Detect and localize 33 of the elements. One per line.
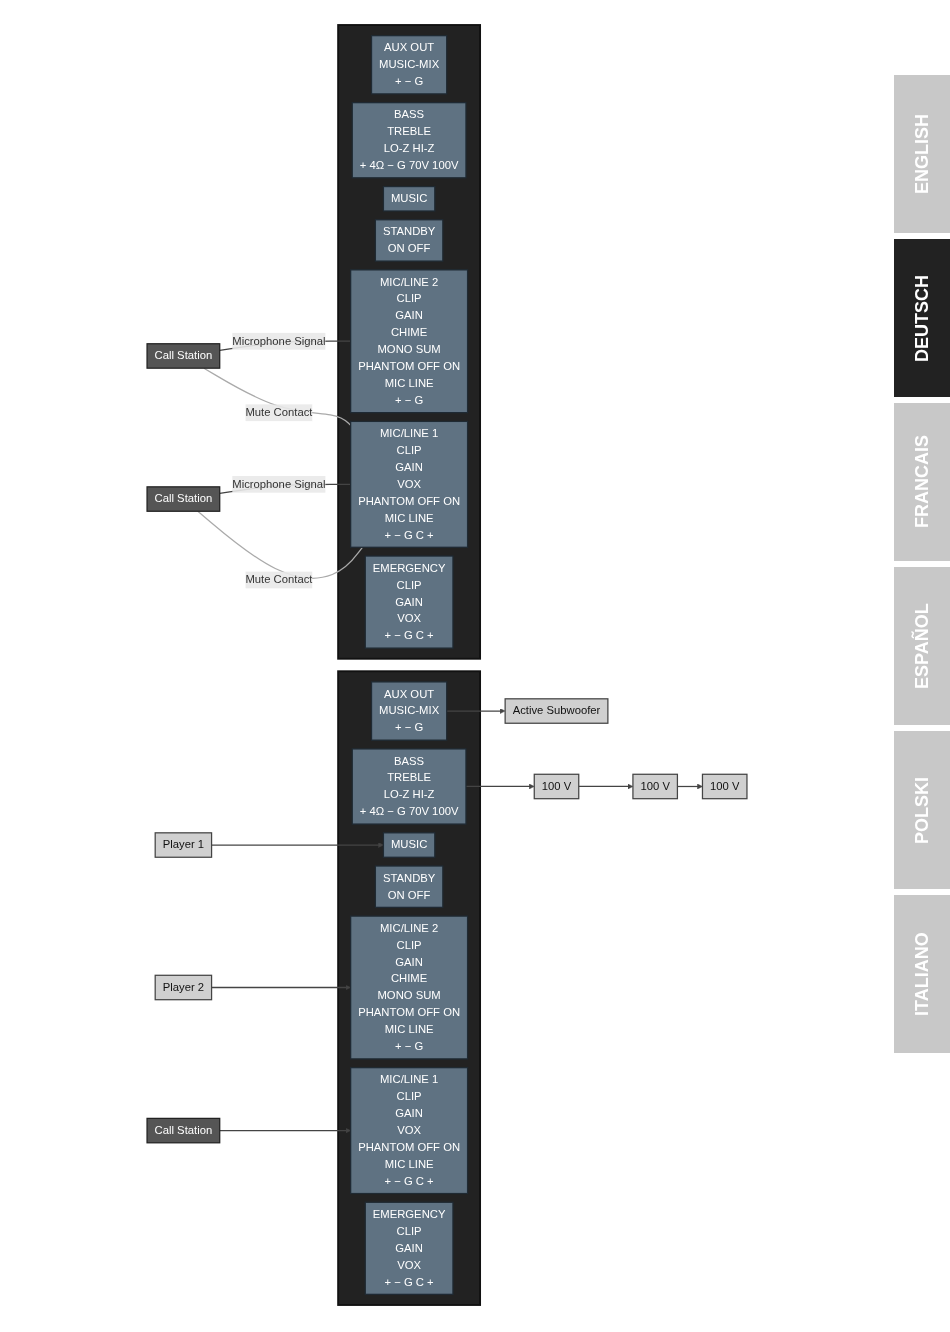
node-box: Player 2: [154, 974, 213, 1001]
node-box: MUSIC: [382, 832, 436, 858]
arrow: [465, 783, 535, 790]
node-box: Call Station: [146, 1117, 221, 1144]
cluster: [337, 24, 481, 660]
edge-label: Mute Contact: [245, 573, 313, 586]
edge-label: Microphone Signal: [232, 477, 326, 491]
node-box: MUSIC: [382, 185, 436, 212]
node-box: MIC/LINE 1 CLIP GAIN VOX PHANTOM OFF ON MIC LINE + − G C +: [350, 1067, 469, 1195]
arrow: [446, 708, 506, 714]
arrow: [219, 1127, 351, 1134]
node-box: MIC/LINE 2 CLIP GAIN CHIME MONO SUM PHANTOM OFF ON MIC LINE + − G: [350, 915, 469, 1060]
node-box: AUX OUT MUSIC-MIX + − G: [370, 35, 448, 95]
node-box: BASS TREBLE LO-Z HI-Z + 4Ω − G 70V 100V: [351, 102, 467, 179]
language-tab: DEUTSCH: [894, 239, 950, 397]
edge-label: Mute Contact: [245, 406, 313, 419]
node-box: BASS TREBLE LO-Z HI-Z + 4Ω − G 70V 100V: [351, 748, 467, 825]
node-box: MIC/LINE 1 CLIP GAIN VOX PHANTOM OFF ON MIC LINE + − G C +: [350, 420, 469, 548]
node-box: EMERGENCY CLIP GAIN VOX + − G C +: [364, 555, 454, 649]
node-box: 100 V: [701, 773, 748, 800]
cluster: [337, 670, 481, 1306]
node-box: STANDBY ON OFF: [374, 219, 444, 262]
edge-label: Microphone Signal: [232, 334, 326, 348]
node-box: Call Station: [146, 486, 221, 512]
node-box: 100 V: [632, 773, 679, 800]
node-box: 100 V: [533, 773, 580, 800]
node-box: MIC/LINE 2 CLIP GAIN CHIME MONO SUM PHANTOM OFF ON MIC LINE + − G: [350, 269, 469, 414]
node-box: Call Station: [146, 343, 221, 369]
node-box: Player 1: [154, 832, 213, 858]
node-box: STANDBY ON OFF: [374, 865, 444, 908]
node-box: AUX OUT MUSIC-MIX + − G: [370, 681, 448, 741]
node-box: Active Subwoofer: [504, 698, 609, 724]
node-box: EMERGENCY CLIP GAIN VOX + − G C +: [364, 1201, 454, 1295]
